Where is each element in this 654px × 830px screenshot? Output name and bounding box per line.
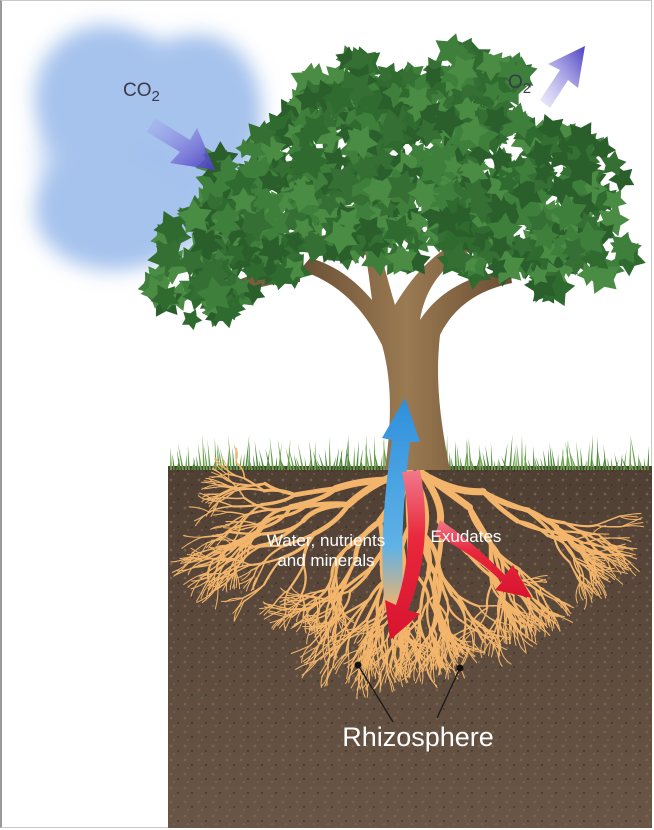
grass-blade (170, 447, 172, 470)
grass-blade (275, 456, 277, 470)
grass-blade (455, 441, 457, 470)
grass-blade (576, 441, 580, 470)
grass-blade (208, 440, 211, 470)
grass-blade (509, 434, 512, 470)
rhizosphere-label: Rhizosphere (342, 722, 494, 752)
grass-blade (185, 454, 187, 470)
grass-blade (620, 454, 622, 470)
grass-blade (198, 443, 202, 470)
grass-blade (466, 438, 469, 470)
uptake-label-line2: and minerals (277, 551, 374, 570)
grass-blade (255, 441, 259, 470)
grass-blade (270, 437, 274, 470)
grass-blade (468, 437, 472, 470)
leaf (182, 309, 202, 330)
grass-blade (356, 440, 359, 470)
grass-blade (188, 445, 190, 470)
grass-blade (329, 436, 331, 470)
grass-blade (548, 448, 550, 470)
exudates-label: Exudates (431, 527, 502, 546)
grass-blade (521, 435, 523, 470)
grass-blade (611, 458, 613, 470)
grass-blade (353, 446, 355, 470)
grass-blade (524, 442, 526, 470)
grass-blade (644, 458, 646, 470)
root-segment (505, 625, 506, 643)
grass-blade (533, 446, 535, 470)
grass-blade (347, 434, 349, 470)
grass-blade (491, 443, 493, 470)
uptake-label: Water, nutrients and minerals (267, 531, 385, 570)
grass-blade (202, 434, 205, 470)
uptake-label-line1: Water, nutrients (267, 531, 385, 550)
grass-blade (557, 453, 559, 470)
grass-blade (494, 460, 496, 470)
grass-blade (596, 436, 598, 470)
grass-blade (305, 457, 307, 470)
grass-blade (380, 454, 382, 470)
grass-blade (587, 442, 590, 470)
grass-blade (647, 445, 649, 470)
o2-arrow (540, 46, 585, 108)
